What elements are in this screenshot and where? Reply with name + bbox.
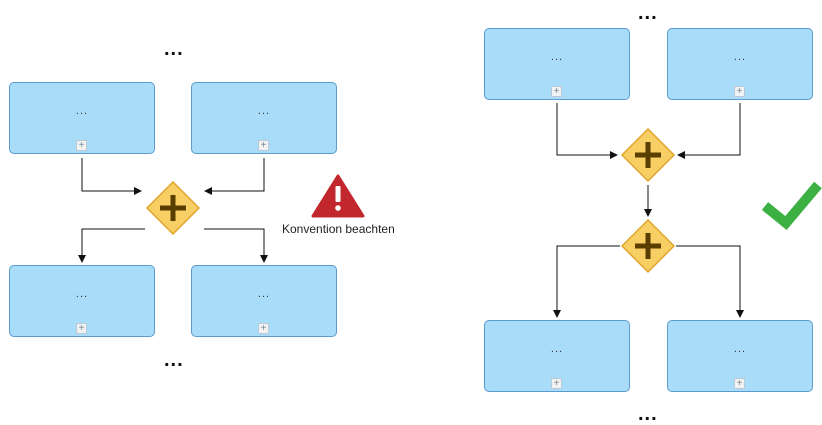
connector xyxy=(204,228,268,263)
task-left-top-right[interactable]: ... + xyxy=(191,82,337,154)
connector xyxy=(553,245,620,318)
add-marker-icon[interactable]: + xyxy=(551,378,562,389)
checkmark-icon xyxy=(761,181,822,230)
task-right-bottom-left[interactable]: ... + xyxy=(484,320,630,392)
task-label: ... xyxy=(550,51,564,63)
warning-triangle-icon xyxy=(311,174,365,218)
task-right-top-right[interactable]: ... + xyxy=(667,28,813,100)
task-label: ... xyxy=(75,105,89,117)
add-marker-icon[interactable]: + xyxy=(258,323,269,334)
connector xyxy=(676,245,744,318)
connector xyxy=(78,228,145,263)
parallel-gateway-right-top xyxy=(620,127,676,183)
task-label: ... xyxy=(257,288,271,300)
task-left-top-left[interactable]: ... + xyxy=(9,82,155,154)
add-marker-icon[interactable]: + xyxy=(734,378,745,389)
add-marker-icon[interactable]: + xyxy=(76,323,87,334)
connector xyxy=(556,103,618,159)
add-marker-icon[interactable]: + xyxy=(258,140,269,151)
connector xyxy=(677,103,741,159)
task-left-bottom-right[interactable]: ... + xyxy=(191,265,337,337)
task-label: ... xyxy=(733,51,747,63)
parallel-gateway-right-bottom xyxy=(620,218,676,274)
add-marker-icon[interactable]: + xyxy=(734,86,745,97)
task-right-top-left[interactable]: ... + xyxy=(484,28,630,100)
add-marker-icon[interactable]: + xyxy=(76,140,87,151)
ellipsis-left-top: ... xyxy=(164,38,184,60)
task-label: ... xyxy=(733,343,747,355)
task-label: ... xyxy=(257,105,271,117)
warning-text: Konvention beachten xyxy=(282,222,395,236)
left-connectors xyxy=(78,158,268,263)
connector xyxy=(204,158,265,195)
right-connectors xyxy=(553,103,744,318)
task-label: ... xyxy=(550,343,564,355)
ellipsis-right-top: ... xyxy=(638,2,658,24)
task-label: ... xyxy=(75,288,89,300)
connector xyxy=(81,158,142,195)
ellipsis-right-bottom: ... xyxy=(638,403,658,425)
parallel-gateway-left xyxy=(145,180,201,236)
task-right-bottom-right[interactable]: ... + xyxy=(667,320,813,392)
add-marker-icon[interactable]: + xyxy=(551,86,562,97)
ellipsis-left-bottom: ... xyxy=(164,349,184,371)
task-left-bottom-left[interactable]: ... + xyxy=(9,265,155,337)
